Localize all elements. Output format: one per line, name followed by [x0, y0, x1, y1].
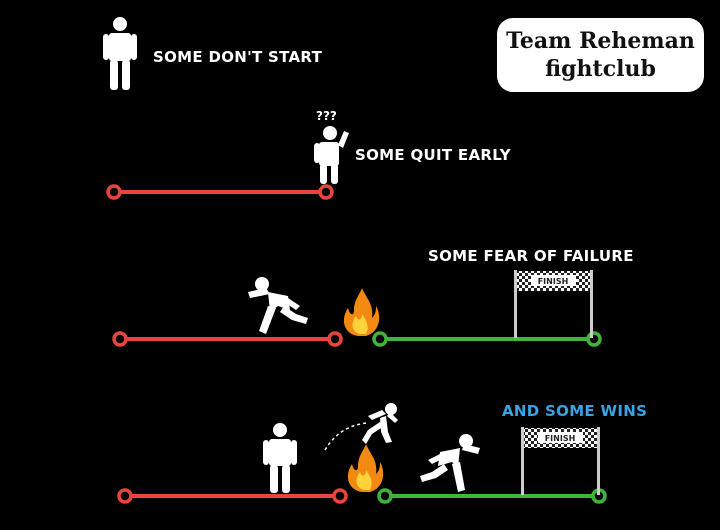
fire-icon	[343, 288, 380, 336]
red-track-row3	[112, 331, 343, 347]
label-some-wins: AND SOME WINS	[502, 402, 648, 420]
question-marks: ???	[316, 109, 337, 123]
brand-line1: Team Reheman	[506, 28, 695, 54]
person-standing-icon	[263, 423, 297, 493]
person-running-icon	[248, 277, 308, 334]
red-track-row2	[106, 184, 334, 200]
label-quit-early: SOME QUIT EARLY	[355, 146, 511, 164]
person-confused-icon	[314, 126, 349, 184]
fire-icon	[347, 444, 384, 492]
finish-gate-icon	[514, 270, 593, 338]
person-standing-icon	[103, 17, 137, 90]
jump-arc	[324, 422, 369, 451]
finish-label-row3: FINISH	[538, 277, 569, 286]
green-track-row3	[372, 331, 602, 347]
red-track-row4	[117, 488, 348, 504]
brand-badge: Team Reheman fightclub	[497, 18, 704, 92]
finish-label-row4: FINISH	[545, 434, 576, 443]
person-jumping-icon	[362, 403, 398, 444]
label-dont-start: SOME DON'T START	[153, 48, 323, 66]
brand-line2: fightclub	[545, 56, 656, 82]
finish-gate-icon	[521, 427, 600, 495]
green-track-row4	[377, 488, 607, 504]
label-fear-failure: SOME FEAR OF FAILURE	[428, 247, 634, 265]
person-running-icon	[420, 434, 480, 492]
